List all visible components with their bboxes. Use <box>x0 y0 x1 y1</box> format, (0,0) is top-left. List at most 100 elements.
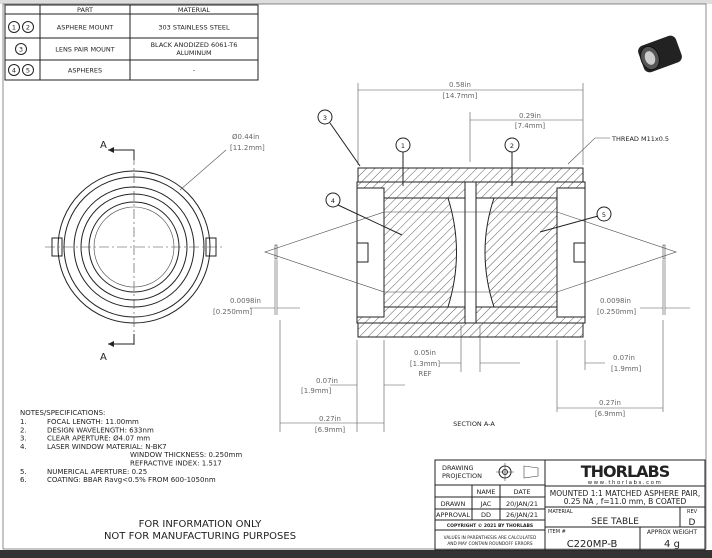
svg-text:4: 4 <box>331 197 335 205</box>
material-aluminum-2: ALUMINUM <box>176 49 211 57</box>
drawn-date: 20/JAN/21 <box>506 500 538 508</box>
svg-text:3: 3 <box>323 114 327 122</box>
title-block: DRAWING PROJECTION NAME DATE DRAWN JAC 2… <box>434 459 706 551</box>
note-number: 2. <box>20 426 27 434</box>
projection-label-2: PROJECTION <box>442 472 482 480</box>
description-1: MOUNTED 1:1 MATCHED ASPHERE PAIR, <box>550 489 700 498</box>
material-aluminum-1: BLACK ANODIZED 6061-T6 <box>151 41 238 49</box>
note-text: CLEAR APERTURE: Ø4.07 mm <box>47 435 150 443</box>
dim-gap-ref: REF <box>418 370 431 378</box>
weight-label: APPROX WEIGHT <box>647 529 698 536</box>
part-aspheres: ASPHERES <box>68 67 102 75</box>
drawn-label: DRAWN <box>441 500 466 508</box>
end-view: A A Ø0.44in [11.2mm] <box>45 133 265 363</box>
projection-label-1: DRAWING <box>442 464 474 472</box>
note-text: COATING: BBAR Ravg<0.5% FROM 600-1050nm <box>47 476 216 484</box>
copyright: COPYRIGHT © 2021 BY THORLABS <box>447 523 533 529</box>
note-text: WINDOW THICKNESS: 0.250mm <box>130 451 242 459</box>
material-stainless: 303 STAINLESS STEEL <box>158 24 230 32</box>
dim-window-left: 0.0098in <box>230 297 261 305</box>
product-thumbnail <box>638 35 682 73</box>
dim-gap-mm: [1.3mm] <box>410 360 441 368</box>
svg-text:5: 5 <box>602 211 606 219</box>
note-number: 5. <box>20 468 27 476</box>
dim-half: 0.29in <box>519 112 541 120</box>
svg-text:4: 4 <box>12 67 16 75</box>
part-lens-pair-mount: LENS PAIR MOUNT <box>55 46 115 54</box>
section-a-bottom-label: A <box>100 352 107 363</box>
dim-window-right: 0.0098in <box>600 297 631 305</box>
dim-overall-mm: [14.7mm] <box>443 92 478 100</box>
balloon-4: 4 <box>8 64 20 76</box>
dim-edge-left: 0.07in <box>316 377 338 385</box>
notes: NOTES/SPECIFICATIONS: 1. FOCAL LENGTH: 11… <box>20 409 242 484</box>
diameter-dim-mm: [11.2mm] <box>230 144 265 152</box>
section-title: SECTION A-A <box>453 420 495 428</box>
svg-text:1: 1 <box>401 142 405 150</box>
section-a-top-label: A <box>100 140 107 151</box>
dim-focal-right-mm: [6.9mm] <box>595 410 626 418</box>
sheet-frame <box>2 3 707 550</box>
note-number: 4. <box>20 443 27 451</box>
rev-label: REV <box>687 509 698 515</box>
item-label: ITEM # <box>548 529 566 535</box>
section-balloon-2: 2 <box>504 137 520 186</box>
dim-half-mm: [7.4mm] <box>515 122 546 130</box>
dim-edge-right: 0.07in <box>613 354 635 362</box>
section-balloon-3: 3 <box>317 109 361 167</box>
values-note-1: VALUES IN PARENTHESIS ARE CALCULATED <box>444 535 537 541</box>
svg-text:2: 2 <box>26 24 30 32</box>
balloon-2: 2 <box>22 21 34 33</box>
drawn-name: JAC <box>480 500 492 508</box>
thread-callout: THREAD M11x0.5 <box>611 135 669 143</box>
col-date: DATE <box>514 488 531 496</box>
parts-table: PART MATERIAL 1 2 ASPHERE MOUNT 303 STAI… <box>4 4 259 81</box>
svg-text:1: 1 <box>12 24 16 32</box>
thorlabs-logo: THORLABS <box>581 462 670 481</box>
section-balloon-1: 1 <box>395 137 411 186</box>
description-2: 0.25 NA , f=11.0 mm, B COATED <box>564 497 687 506</box>
rev-value: D <box>689 518 696 528</box>
dim-focal-left: 0.27in <box>319 415 341 423</box>
dim-gap: 0.05in <box>414 349 436 357</box>
svg-text:2: 2 <box>510 142 514 150</box>
header-part: PART <box>77 6 93 14</box>
material-label: MATERIAL <box>548 509 573 515</box>
material-value: SEE TABLE <box>591 517 639 527</box>
dim-edge-left-mm: [1.9mm] <box>301 387 332 395</box>
weight-value: 4 g <box>664 539 680 550</box>
col-name: NAME <box>476 488 495 496</box>
part-asphere-mount: ASPHERE MOUNT <box>57 24 114 32</box>
note-text: FOCAL LENGTH: 11.00mm <box>47 418 139 426</box>
bottom-border <box>0 550 712 558</box>
dim-focal-right: 0.27in <box>599 399 621 407</box>
balloon-5: 5 <box>22 64 34 76</box>
approval-date: 26/JAN/21 <box>506 511 538 519</box>
note-text: DESIGN WAVELENGTH: 633nm <box>47 426 154 434</box>
dim-window-right-mm: [0.250mm] <box>597 308 636 316</box>
dim-window-left-mm: [0.250mm] <box>213 308 252 316</box>
section-view: 0.58in [14.7mm] 0.29in [7.4mm] THREAD M1… <box>213 81 690 434</box>
website: www.thorlabs.com <box>588 480 663 486</box>
projection-symbol-icon <box>496 463 539 481</box>
values-note-2: AND MAY CONTAIN ROUNDOFF ERRORS <box>447 541 533 547</box>
note-number: 6. <box>20 476 27 484</box>
dim-overall: 0.58in <box>449 81 471 89</box>
disclaimer-line-1: FOR INFORMATION ONLY <box>139 519 263 530</box>
section-balloon-5: 5 <box>539 206 612 233</box>
svg-text:5: 5 <box>26 67 30 75</box>
svg-text:3: 3 <box>19 46 23 54</box>
note-number: 1. <box>20 418 27 426</box>
balloon-3: 3 <box>15 43 27 55</box>
header-material: MATERIAL <box>178 6 211 14</box>
material-none: - <box>193 67 196 75</box>
item-value: C220MP-B <box>567 539 618 550</box>
top-border <box>0 0 712 4</box>
notes-title: NOTES/SPECIFICATIONS: <box>20 409 105 417</box>
diameter-dim: Ø0.44in <box>232 133 259 141</box>
disclaimer-line-2: NOT FOR MANUFACTURING PURPOSES <box>104 531 296 542</box>
balloon-1: 1 <box>8 21 20 33</box>
approval-label: APPROVAL <box>436 511 470 519</box>
note-text: LASER WINDOW MATERIAL: N-BK7 <box>47 443 167 451</box>
